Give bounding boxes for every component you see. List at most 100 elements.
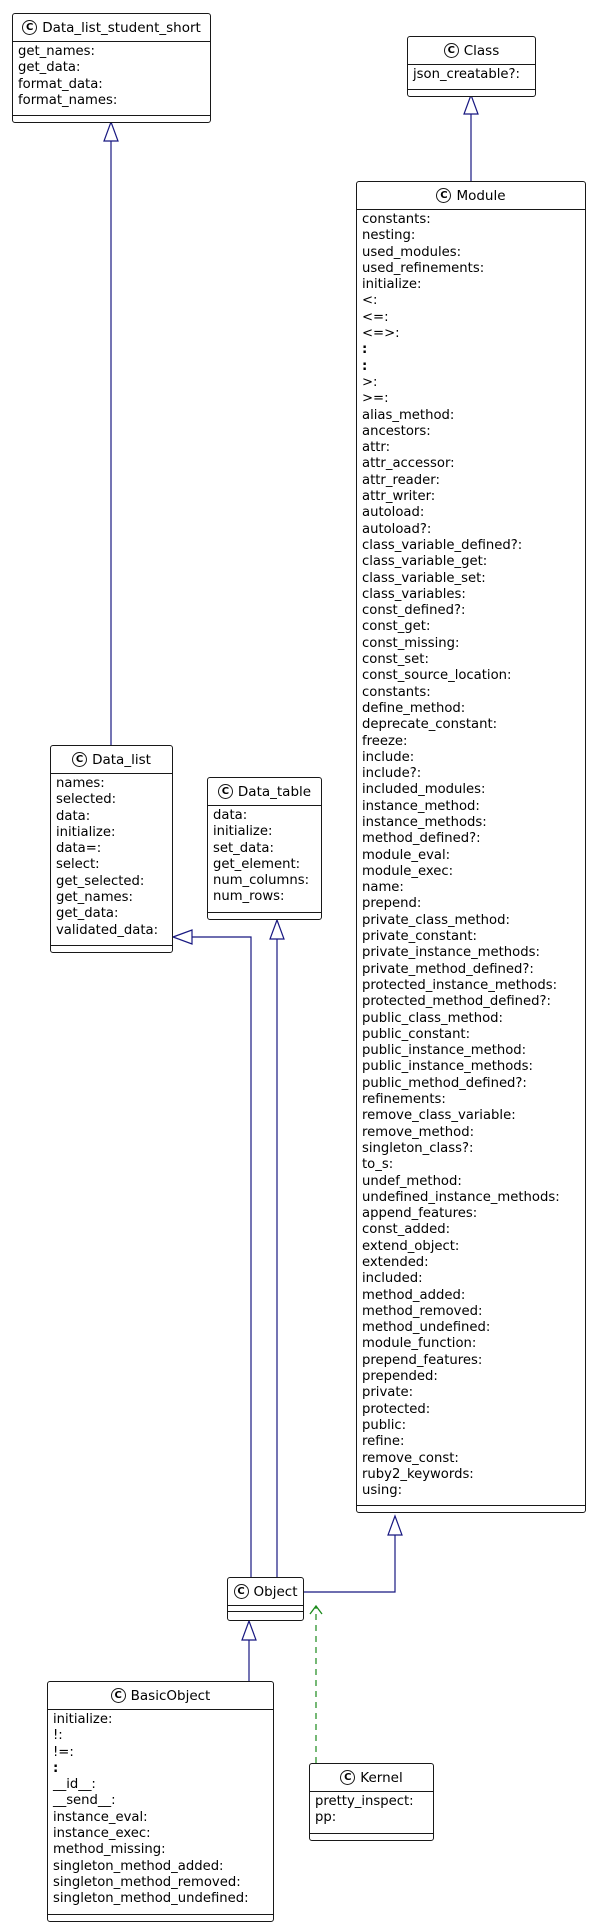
class-icon: C xyxy=(340,1770,356,1785)
method: : xyxy=(362,358,368,374)
method: ruby2_keywords: xyxy=(362,1466,474,1482)
class-data-table: C Data_table data:initialize:set_data:ge… xyxy=(207,777,322,920)
method: instance_eval: xyxy=(53,1809,148,1825)
method: attr: xyxy=(362,440,391,456)
method-list xyxy=(228,1606,303,1612)
method: method_defined?: xyxy=(362,831,481,847)
method: instance_method: xyxy=(362,798,480,814)
method: json_creatable?: xyxy=(413,67,520,82)
method: private_class_method: xyxy=(362,912,510,928)
method: instance_methods: xyxy=(362,814,487,830)
inheritance-arrowhead xyxy=(269,918,285,940)
method: !: xyxy=(53,1728,63,1744)
method: public: xyxy=(362,1417,407,1433)
method: attr_reader: xyxy=(362,472,440,488)
method: set_data: xyxy=(213,840,274,856)
method: method_added: xyxy=(362,1287,466,1303)
method: validated_data: xyxy=(56,922,159,938)
class-name: Module xyxy=(456,187,506,204)
method: singleton_method_removed: xyxy=(53,1874,241,1890)
method: using: xyxy=(362,1483,403,1499)
method: data=: xyxy=(56,841,102,857)
class-header: C Data_table xyxy=(208,778,321,806)
method: >: xyxy=(362,374,378,390)
inheritance-arrowhead xyxy=(241,1619,257,1641)
method: remove_const: xyxy=(362,1450,459,1466)
method: public_class_method: xyxy=(362,1010,503,1026)
method: class_variable_set: xyxy=(362,570,486,586)
method: : xyxy=(362,342,368,358)
method: __send__: xyxy=(53,1793,116,1809)
method: constants: xyxy=(362,212,431,227)
method: class_variable_defined?: xyxy=(362,537,523,553)
method: alias_method: xyxy=(362,407,455,423)
method: included_modules: xyxy=(362,782,486,798)
class-header: C Kernel xyxy=(310,1764,433,1792)
method: method_missing: xyxy=(53,1842,166,1858)
class-icon: C xyxy=(217,784,233,799)
inheritance-arrowhead xyxy=(103,120,119,142)
method: get_element: xyxy=(213,856,301,872)
class-object: C Object xyxy=(227,1577,304,1621)
method: public_instance_method: xyxy=(362,1043,527,1059)
class-data-list: C Data_list names:selected:data:initiali… xyxy=(50,745,173,953)
class-footer xyxy=(310,1834,433,1840)
class-footer xyxy=(48,1915,273,1921)
class-footer xyxy=(208,913,321,919)
method: remove_class_variable: xyxy=(362,1108,516,1124)
method: module_eval: xyxy=(362,847,451,863)
method: pp: xyxy=(315,1810,337,1826)
method: __id__: xyxy=(53,1777,96,1793)
method: protected_instance_methods: xyxy=(362,977,558,993)
method-list: json_creatable?: xyxy=(408,65,535,91)
method: attr_accessor: xyxy=(362,456,455,472)
method-list: constants:nesting:used_modules:used_refi… xyxy=(357,210,585,1507)
method: private: xyxy=(362,1385,414,1401)
method: used_modules: xyxy=(362,244,462,260)
method: get_selected: xyxy=(56,873,145,889)
method: refinements: xyxy=(362,1092,446,1108)
method: used_refinements: xyxy=(362,260,485,276)
class-icon: C xyxy=(72,752,88,767)
class-footer xyxy=(51,946,172,952)
method: data: xyxy=(213,808,248,823)
method: selected: xyxy=(56,792,117,808)
method: autoload: xyxy=(362,505,425,521)
method-list: data:initialize:set_data:get_element:num… xyxy=(208,806,321,913)
class-header: C Object xyxy=(228,1578,303,1606)
method: prepend: xyxy=(362,896,422,912)
method: module_function: xyxy=(362,1336,477,1352)
class-icon: C xyxy=(443,43,459,58)
method: name: xyxy=(362,880,404,896)
class-kernel: C Kernel pretty_inspect: pp: xyxy=(309,1763,434,1841)
class-footer xyxy=(408,90,535,96)
class-basic-object: C BasicObject initialize:!:!=::__id__:__… xyxy=(47,1681,274,1922)
method: method_undefined: xyxy=(362,1320,491,1336)
class-icon: C xyxy=(436,188,452,203)
class-icon: C xyxy=(22,20,38,35)
method: initialize: xyxy=(53,1712,113,1727)
method: get_data: xyxy=(18,60,81,76)
method: extended: xyxy=(362,1255,429,1270)
method: const_defined?: xyxy=(362,603,466,619)
method: initialize: xyxy=(56,824,116,840)
method: get_data: xyxy=(56,906,119,922)
method: private_method_defined?: xyxy=(362,961,534,977)
method: singleton_method_added: xyxy=(53,1858,224,1874)
method: !=: xyxy=(53,1744,74,1760)
method: public_instance_methods: xyxy=(362,1059,533,1075)
method: instance_exec: xyxy=(53,1826,151,1842)
method: pretty_inspect: xyxy=(315,1794,414,1809)
method: class_variable_get: xyxy=(362,554,488,570)
method: const_missing: xyxy=(362,635,460,651)
edge-object-to-module xyxy=(304,1517,396,1593)
class-footer xyxy=(13,116,210,122)
method: autoload?: xyxy=(362,521,432,537)
method: to_s: xyxy=(362,1157,394,1173)
class-footer xyxy=(228,1612,303,1620)
method: public_method_defined?: xyxy=(362,1075,527,1091)
method: format_data: xyxy=(18,76,103,92)
method-list: names:selected:data:initialize:data=:sel… xyxy=(51,774,172,946)
method: data: xyxy=(56,808,91,824)
